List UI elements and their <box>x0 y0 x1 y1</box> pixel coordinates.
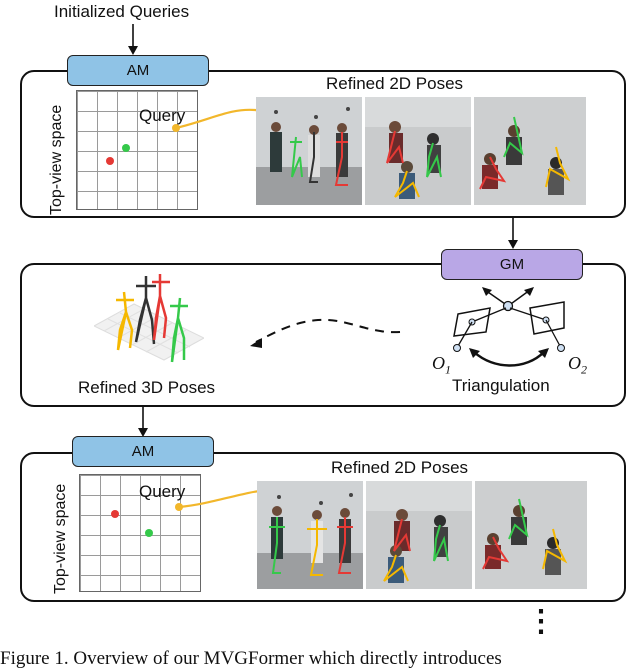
triangulation-label: Triangulation <box>452 376 550 395</box>
camera-view-1c <box>474 97 586 205</box>
block1-to-gm-arrow <box>508 217 518 249</box>
refined-3d-poses-view <box>94 268 204 370</box>
input-arrow <box>128 24 138 55</box>
query-label-1: Query <box>139 106 186 125</box>
top-view-axis-label-1: Top-view space <box>48 104 65 215</box>
reconstruction-dashed-arrow <box>250 318 401 348</box>
camera-view-2b <box>366 481 472 589</box>
refined-3d-poses-label: Refined 3D Poses <box>78 378 216 397</box>
camera-view-1a <box>256 97 362 205</box>
top-view-axis-label-2: Top-view space <box>52 483 69 594</box>
query-point-green-1 <box>122 144 130 152</box>
query-point-red-1 <box>106 157 114 165</box>
camera-view-2a <box>257 481 363 589</box>
triangulation-diagram <box>453 287 565 367</box>
refined-2d-poses-label-2: Refined 2D Poses <box>331 458 469 477</box>
top-view-grid-2 <box>79 474 201 592</box>
continuation-ellipsis: ⋮ <box>526 605 556 638</box>
figure-caption: Figure 1. Overview of our MVGFormer whic… <box>0 648 502 669</box>
camera-label-o1: O1 <box>432 353 451 377</box>
am-module-tag-2: AM <box>72 436 214 467</box>
initialized-queries-label: Initialized Queries <box>54 2 190 21</box>
am-module-tag-1: AM <box>67 55 209 86</box>
camera-label-o2: O2 <box>568 353 587 377</box>
query-point-red-2 <box>111 510 119 518</box>
query-label-2: Query <box>139 482 186 501</box>
camera-view-2c <box>475 481 587 589</box>
camera-view-1b <box>365 97 471 205</box>
gm-to-am-arrow <box>138 405 148 437</box>
refined-2d-poses-label-1: Refined 2D Poses <box>326 74 464 93</box>
gm-module-tag: GM <box>441 249 583 280</box>
top-view-grid-1 <box>76 90 198 210</box>
query-point-green-2 <box>145 529 153 537</box>
